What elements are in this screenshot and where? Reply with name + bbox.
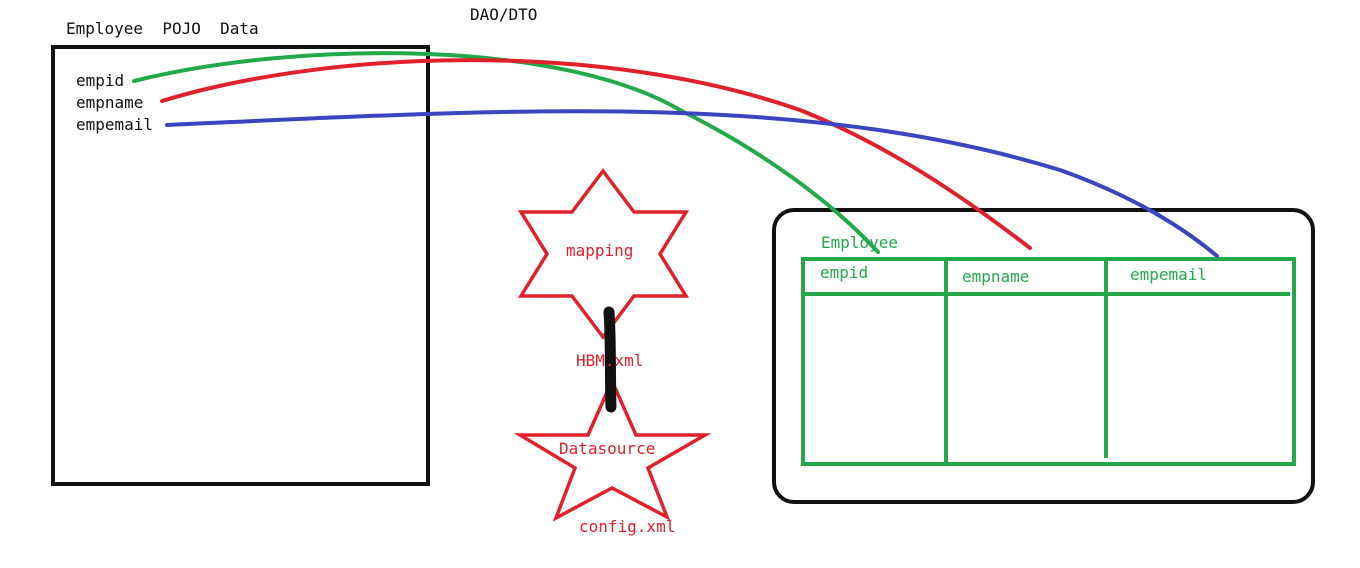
table-column-empid: empid bbox=[820, 263, 869, 282]
mapping-star bbox=[517, 168, 690, 340]
pojo-box bbox=[51, 45, 430, 486]
empname-link bbox=[160, 58, 1032, 250]
star-connector bbox=[603, 306, 617, 413]
pojo-field-empname: empname bbox=[76, 93, 144, 112]
pojo-title: Employee POJO Data bbox=[66, 19, 259, 38]
dao-title: DAO/DTO bbox=[470, 5, 538, 24]
database-box bbox=[772, 208, 1315, 504]
config-label: config.xml bbox=[579, 517, 676, 536]
empid-link bbox=[132, 51, 880, 254]
datasource-star bbox=[513, 376, 712, 522]
pojo-field-empid: empid bbox=[76, 71, 125, 90]
hbm-label: HBM.xml bbox=[576, 351, 644, 370]
pojo-field-empemail: empemail bbox=[76, 115, 154, 134]
table-column-empname: empname bbox=[962, 267, 1030, 286]
datasource-label: Datasource bbox=[559, 439, 656, 458]
mapping-label: mapping bbox=[566, 241, 634, 260]
table-name: Employee bbox=[821, 233, 899, 252]
employee-table-grid bbox=[801, 257, 1296, 466]
empemail-link bbox=[165, 109, 1219, 258]
table-column-empemail: empemail bbox=[1130, 265, 1208, 284]
